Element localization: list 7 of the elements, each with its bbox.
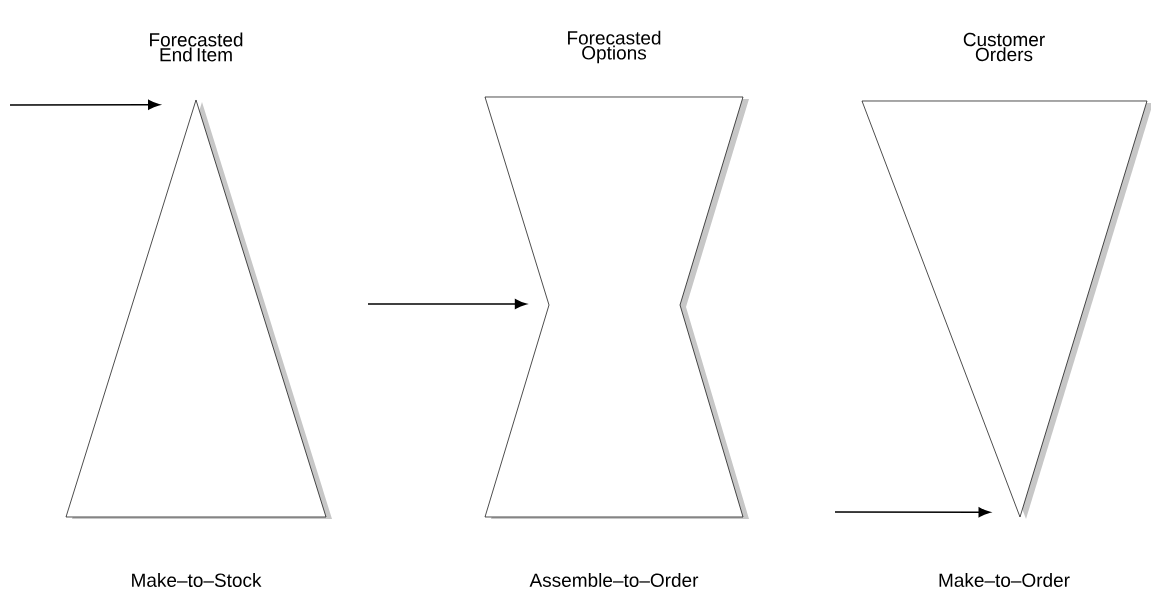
shape-heading: Forecasted End Item [150, 32, 243, 62]
shape-heading: Forecasted Options [568, 30, 661, 64]
strategy-label: Make–to–Order [939, 573, 1070, 587]
shape-heading: Customer Orders [963, 32, 1045, 62]
arrow [367, 299, 527, 309]
strategy-label: Make–to–Stock [132, 573, 262, 587]
strategy-label: Assemble–to–Order [529, 573, 699, 587]
